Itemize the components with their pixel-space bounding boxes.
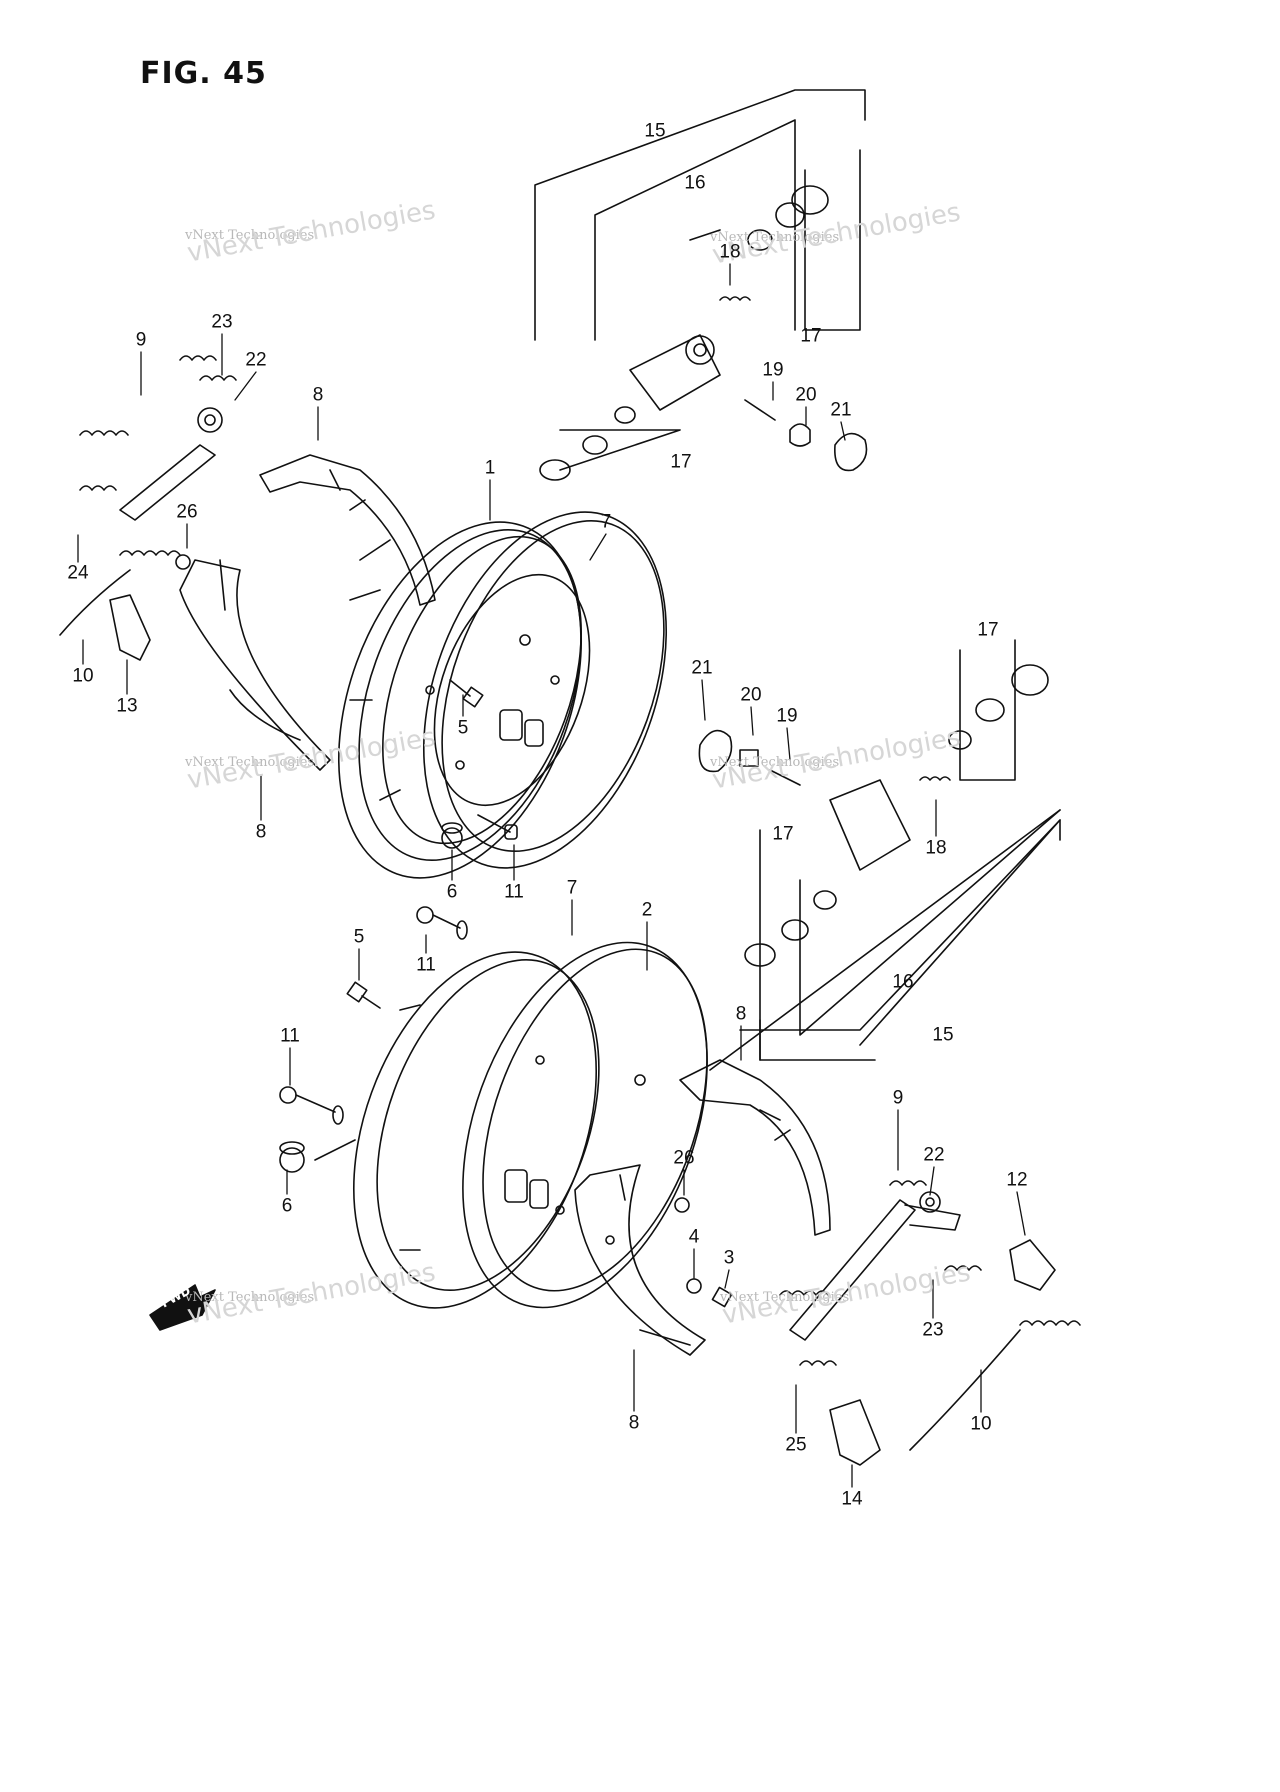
callout-c26b: 26 xyxy=(673,1147,695,1169)
callout-c2: 2 xyxy=(641,899,653,921)
callout-c10a: 10 xyxy=(72,665,94,687)
backing-plate-lower xyxy=(417,909,754,1341)
callout-c23a: 23 xyxy=(211,311,233,333)
springs-upper xyxy=(60,356,236,635)
callout-c14: 14 xyxy=(841,1488,863,1510)
brake-shoe-8-lower-front xyxy=(575,1165,705,1355)
callout-c17a: 17 xyxy=(800,325,822,347)
adjuster-lever-22-upper xyxy=(120,408,222,520)
callout-c21b: 21 xyxy=(691,657,713,679)
part-3 xyxy=(712,1287,731,1306)
brake-shoe-8-lower-left xyxy=(180,560,330,770)
callout-c16b: 16 xyxy=(892,971,914,993)
callout-c21a: 21 xyxy=(830,399,852,421)
callout-c23b: 23 xyxy=(922,1319,944,1341)
callout-c15a: 15 xyxy=(644,120,666,142)
part-4 xyxy=(687,1279,701,1293)
callout-c5a: 5 xyxy=(457,717,469,739)
callout-c17d: 17 xyxy=(772,823,794,845)
callout-c8d: 8 xyxy=(628,1412,640,1434)
callout-c17c: 17 xyxy=(977,619,999,641)
callout-c11a: 11 xyxy=(504,881,524,903)
clip-13 xyxy=(110,595,150,660)
callout-c13: 13 xyxy=(116,695,138,717)
upper-brake-assembly xyxy=(60,356,712,911)
callout-c9b: 9 xyxy=(892,1087,904,1109)
clip-14 xyxy=(830,1400,880,1465)
brake-shoe-8-upper-left xyxy=(260,455,435,605)
brake-shoe-8-lower-right xyxy=(680,1060,830,1235)
callout-c7b: 7 xyxy=(566,877,578,899)
springs-lower xyxy=(780,1181,1080,1450)
brake-drum-lower xyxy=(308,919,641,1342)
callout-c11c: 11 xyxy=(280,1025,300,1047)
callout-c10b: 10 xyxy=(970,1413,992,1435)
callout-c19a: 19 xyxy=(762,359,784,381)
callout-c18a: 18 xyxy=(719,241,741,263)
callout-c12: 12 xyxy=(1006,1169,1028,1191)
callout-c22b: 22 xyxy=(923,1144,945,1166)
callout-c8c: 8 xyxy=(735,1003,747,1025)
clip-12 xyxy=(1010,1240,1055,1290)
callout-c8b: 8 xyxy=(255,821,267,843)
callout-c6a: 6 xyxy=(446,881,458,903)
callout-c17b: 17 xyxy=(670,451,692,473)
nut-26-lower xyxy=(675,1198,689,1212)
callout-c16a: 16 xyxy=(684,172,706,194)
bolt-5-lower xyxy=(347,982,380,1008)
callout-c7a: 7 xyxy=(600,511,612,533)
forward-arrow-icon xyxy=(150,1285,215,1330)
callout-c26a: 26 xyxy=(176,501,198,523)
callout-c11b: 11 xyxy=(416,954,436,976)
callout-c20b: 20 xyxy=(740,684,762,706)
callout-c19b: 19 xyxy=(776,705,798,727)
callout-c25: 25 xyxy=(785,1434,807,1456)
lower-brake-assembly xyxy=(280,907,1080,1465)
backing-plate-upper xyxy=(293,489,626,912)
bolt-11-lower xyxy=(280,907,467,1124)
callout-c5b: 5 xyxy=(353,926,365,948)
callout-c9a: 9 xyxy=(135,329,147,351)
callout-c18b: 18 xyxy=(925,837,947,859)
adjuster-lever-22-lower xyxy=(790,1192,960,1340)
callout-c22a: 22 xyxy=(245,349,267,371)
figure-title: FIG. 45 xyxy=(140,56,267,91)
leader-lines xyxy=(78,264,1025,1487)
callout-c15b: 15 xyxy=(932,1024,954,1046)
wheel-cylinder-lower xyxy=(699,640,1060,1070)
bolt-5-upper xyxy=(450,680,483,707)
callout-c6b: 6 xyxy=(281,1195,293,1217)
callout-c4: 4 xyxy=(688,1226,700,1248)
wheel-cylinder-upper xyxy=(535,90,867,480)
brake-drum-upper xyxy=(378,479,711,902)
callout-c8a: 8 xyxy=(312,384,324,406)
callout-c3: 3 xyxy=(723,1247,735,1269)
callout-c24: 24 xyxy=(67,562,89,584)
nut-26-upper xyxy=(176,555,190,569)
nut-6-lower xyxy=(280,1140,355,1172)
callout-c20a: 20 xyxy=(795,384,817,406)
callout-c1: 1 xyxy=(484,457,496,479)
fastener-6-11-upper xyxy=(442,815,517,848)
